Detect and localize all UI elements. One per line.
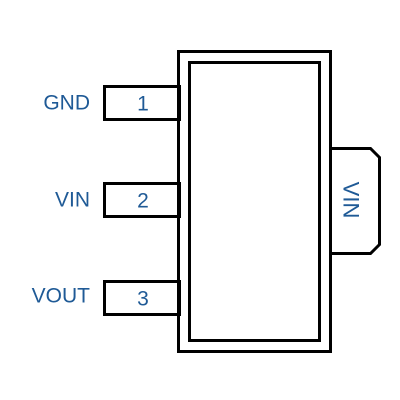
pin-2-name: VIN [55, 189, 90, 212]
heat-tab [330, 147, 381, 255]
package-body-outer [177, 50, 332, 353]
heat-tab-label: VIN [339, 182, 364, 219]
pin-3-number: 3 [137, 288, 149, 311]
pin-1-name: GND [43, 92, 90, 115]
pin-3 [103, 280, 181, 316]
package-body-inner [188, 61, 321, 342]
pin-3-name: VOUT [32, 285, 91, 308]
pin-2 [103, 182, 181, 218]
pin-1 [103, 85, 181, 121]
pin-1-number: 1 [137, 93, 149, 116]
pin-2-number: 2 [137, 190, 149, 213]
